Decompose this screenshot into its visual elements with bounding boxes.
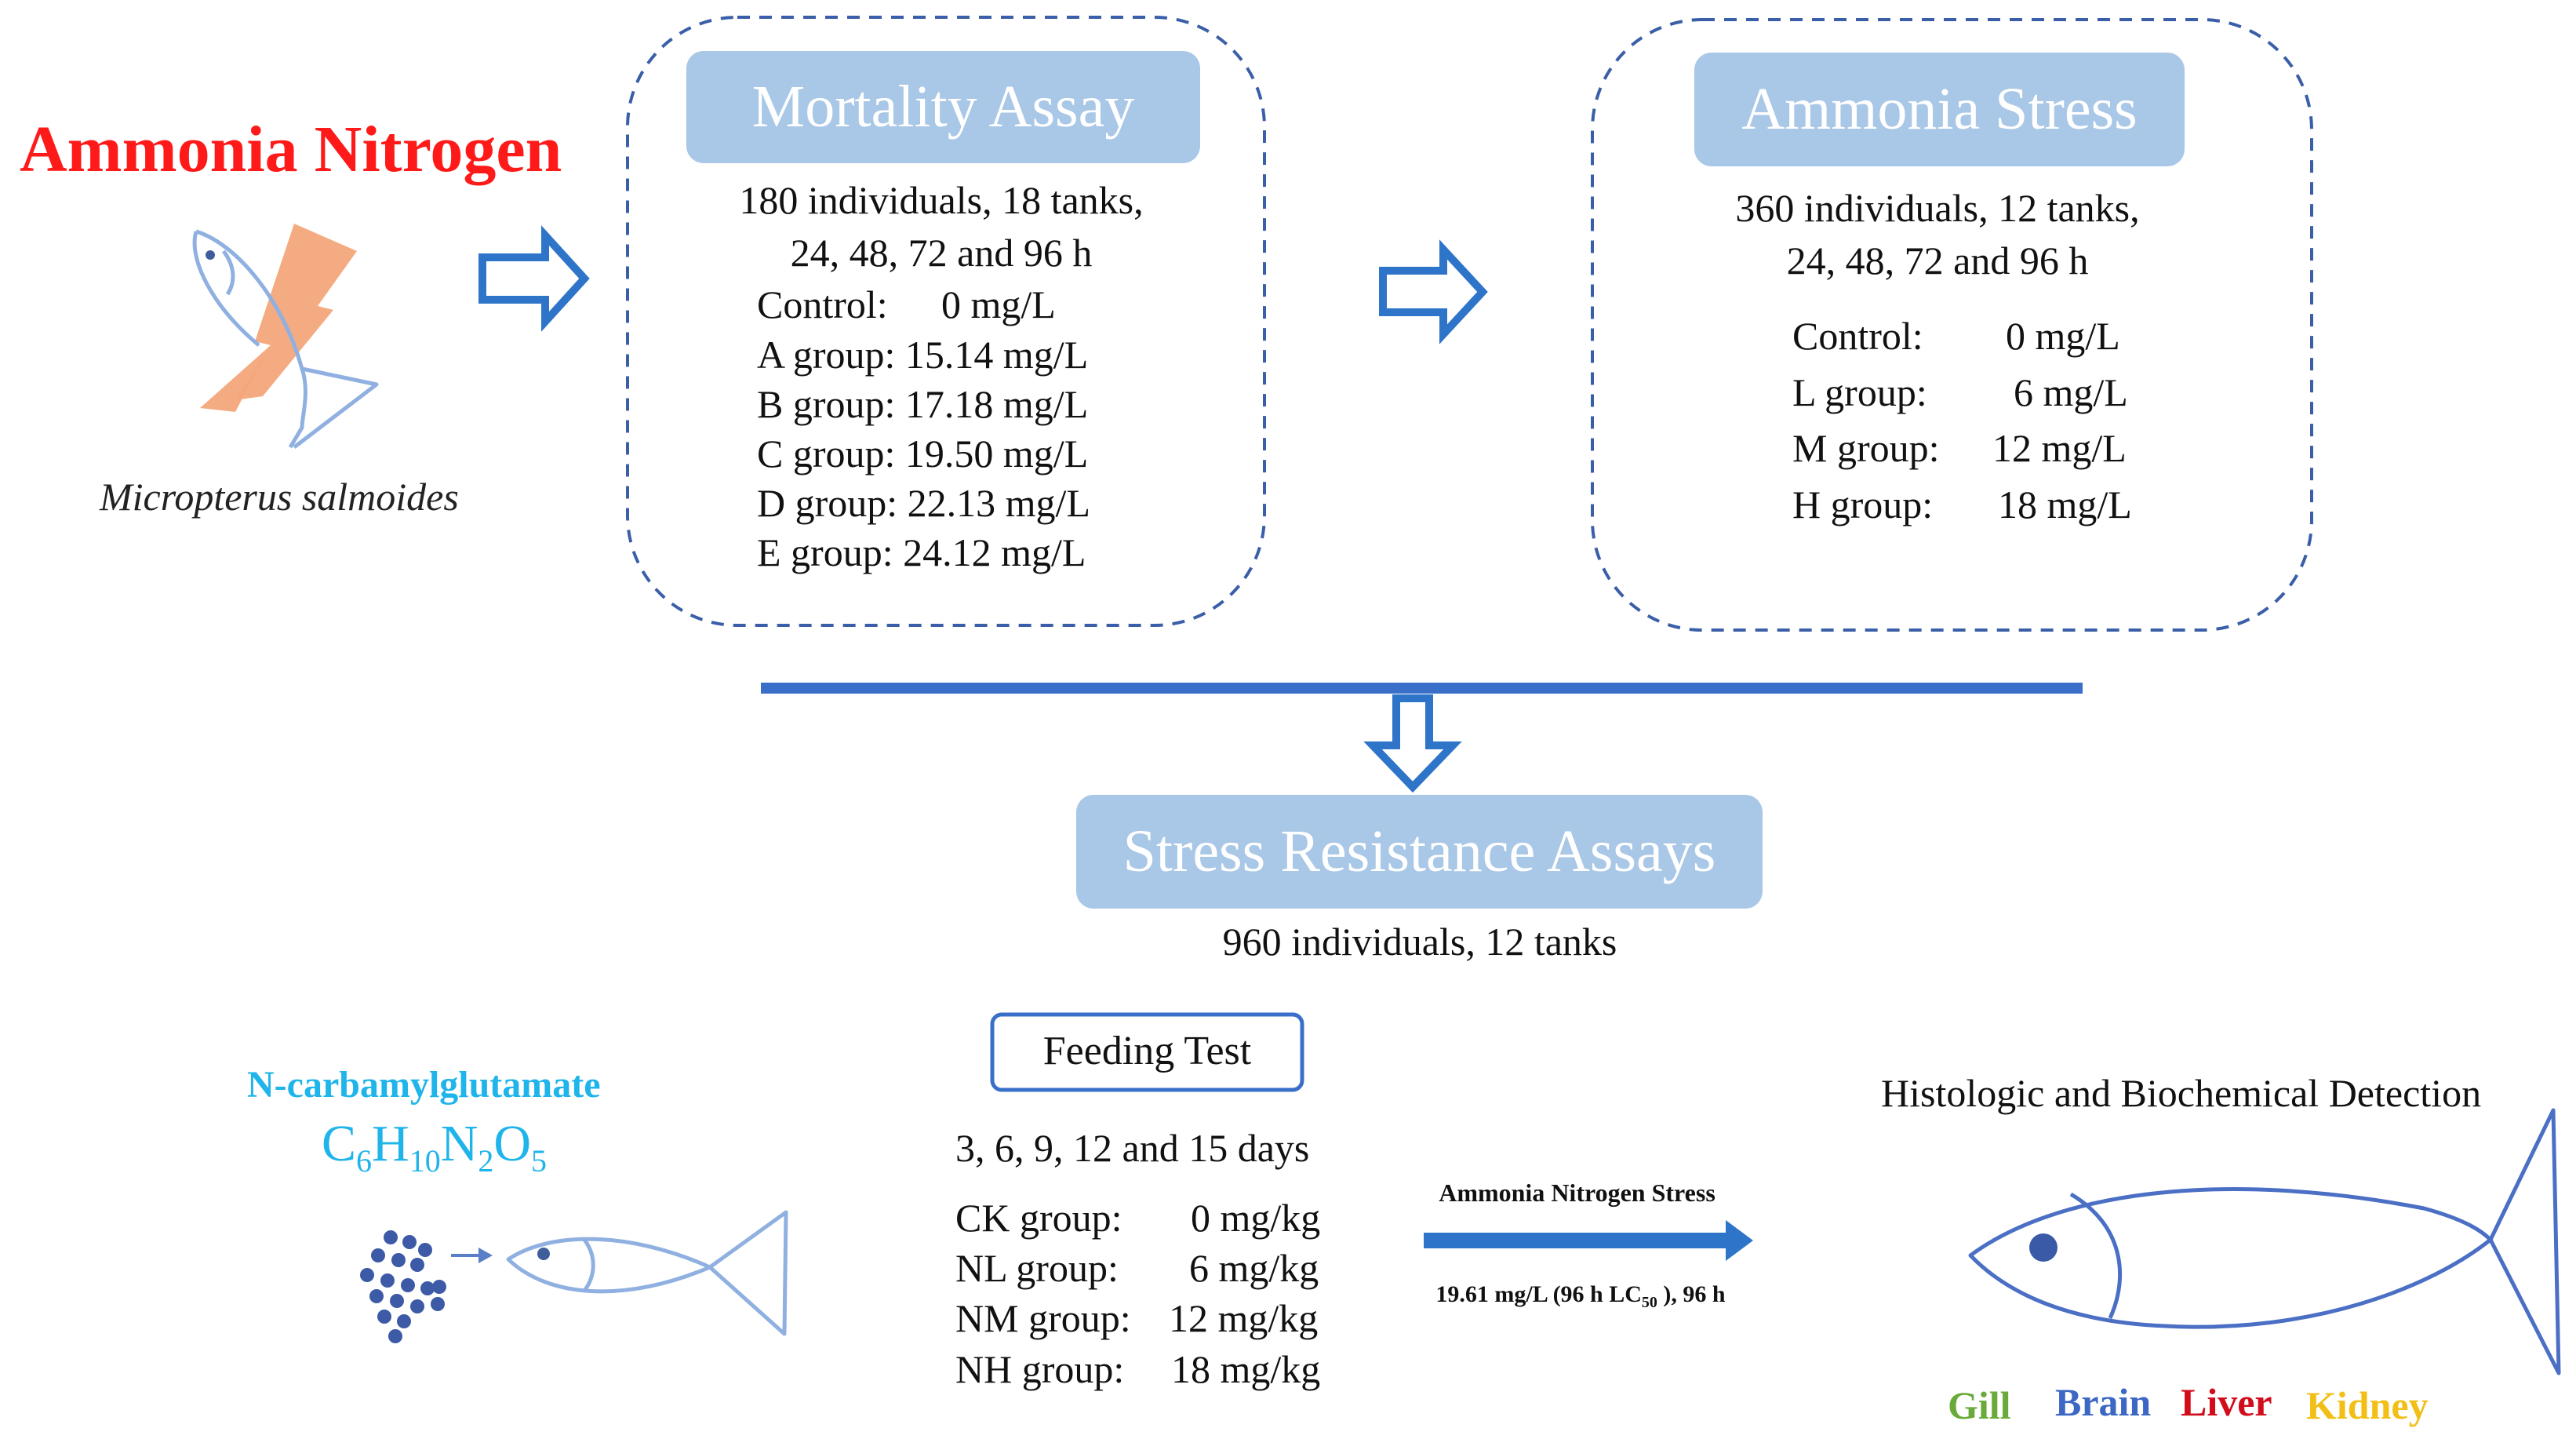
ammonia-group-row: M group: 12 mg/L	[1792, 426, 2127, 470]
formula-n-count: 2	[478, 1143, 494, 1179]
mortality-group-row: Control: 0 mg/L	[757, 282, 1056, 326]
right-arrow-icon	[1379, 239, 1488, 344]
group-value: 0 mg/L	[2006, 314, 2120, 358]
stress-arrow-icon	[1424, 1220, 1753, 1261]
mortality-group-row: B group: 17.18 mg/L	[757, 384, 1088, 424]
mortality-group-row: A group: 15.14 mg/L	[757, 335, 1088, 374]
mortality-group-row: C group: 19.50 mg/L	[757, 434, 1088, 473]
group-label: H group:	[1792, 483, 1934, 526]
organ-gill: Gill	[1948, 1383, 2011, 1427]
group-label: D group:	[757, 481, 908, 525]
fish-icon	[506, 1210, 788, 1336]
detail-suffix: ), 96 h	[1657, 1281, 1726, 1307]
feeding-group-row: NL group: 6 mg/kg	[955, 1246, 1319, 1290]
formula-o: O	[493, 1115, 532, 1172]
organ-brain: Brain	[2055, 1380, 2152, 1424]
group-value: 12 mg/L	[1992, 426, 2127, 470]
stress-resistance-title: Stress Resistance Assays	[1076, 795, 1763, 909]
group-label: A group:	[757, 333, 905, 377]
formula-c: C	[322, 1115, 357, 1172]
group-value: 24.12 mg/L	[903, 530, 1086, 574]
group-label: NL group:	[955, 1246, 1119, 1290]
group-label: L group:	[1792, 370, 1927, 414]
ncg-name: N-carbamylglutamate	[247, 1064, 601, 1106]
group-label: CK group:	[955, 1196, 1122, 1240]
group-label: C group:	[757, 432, 905, 475]
detail-prefix: 19.61 mg/L (96 h LC	[1435, 1281, 1642, 1307]
formula-c-count: 6	[356, 1143, 373, 1179]
feeding-group-row: NH group: 18 mg/kg	[955, 1347, 1320, 1391]
feeding-test-box	[990, 1012, 1304, 1092]
group-value: 18 mg/kg	[1171, 1347, 1321, 1391]
mortality-group-row: E group: 24.12 mg/L	[757, 533, 1086, 572]
group-label: M group:	[1792, 426, 1940, 470]
group-value: 6 mg/kg	[1189, 1246, 1319, 1290]
group-value: 19.50 mg/L	[904, 432, 1089, 475]
group-value: 12 mg/kg	[1169, 1296, 1319, 1340]
detection-title: Histologic and Biochemical Detection	[1881, 1071, 2482, 1115]
formula-n: N	[440, 1115, 478, 1172]
group-value: 17.18 mg/L	[904, 382, 1089, 426]
ammonia-line1: 360 individuals, 12 tanks,	[1735, 186, 2140, 230]
stress-arrow-label: Ammonia Nitrogen Stress	[1439, 1179, 1716, 1207]
fish-icon	[192, 229, 379, 449]
ammonia-group-row: Control: 0 mg/L	[1792, 314, 2120, 358]
down-arrow-icon	[1363, 694, 1462, 793]
feeding-group-row: NM group: 12 mg/kg	[955, 1296, 1318, 1340]
group-label: NH group:	[955, 1347, 1125, 1391]
mortality-group-row: D group: 22.13 mg/L	[757, 483, 1090, 523]
group-label: Control:	[757, 282, 888, 326]
main-title: Ammonia Nitrogen	[20, 113, 562, 186]
ammonia-group-row: L group: 6 mg/L	[1792, 370, 2128, 414]
pellets-icon	[360, 1230, 493, 1343]
group-label: E group:	[757, 530, 904, 574]
ncg-formula: C6H10N2O5	[322, 1114, 547, 1179]
organ-kidney: Kidney	[2306, 1383, 2429, 1427]
group-value: 6 mg/L	[2014, 370, 2128, 414]
group-label: NM group:	[955, 1296, 1131, 1340]
feeding-test-title: Feeding Test	[1042, 1029, 1252, 1073]
detail-sub: 50	[1641, 1294, 1657, 1311]
group-value: 18 mg/L	[1998, 483, 2132, 526]
mortality-line2: 24, 48, 72 and 96 h	[790, 231, 1093, 275]
fish-icon	[1968, 1108, 2561, 1375]
formula-o-count: 5	[531, 1143, 548, 1179]
mortality-box	[626, 16, 1266, 627]
group-label: B group:	[757, 382, 905, 426]
species-label: Micropterus salmoides	[100, 475, 459, 519]
ammonia-line2: 24, 48, 72 and 96 h	[1786, 239, 2089, 282]
feeding-group-row: CK group: 0 mg/kg	[955, 1196, 1320, 1240]
group-label: Control:	[1792, 314, 1923, 358]
mortality-line1: 180 individuals, 18 tanks,	[739, 178, 1144, 222]
ammonia-stress-box	[1591, 18, 2313, 632]
ammonia-group-row: H group: 18 mg/L	[1792, 483, 2132, 526]
formula-h: H	[372, 1115, 409, 1172]
stress-resistance-subtitle: 960 individuals, 12 tanks	[1222, 920, 1617, 964]
ammonia-stress-title: Ammonia Stress	[1694, 53, 2185, 166]
stress-arrow-detail: 19.61 mg/L (96 h LC50 ), 96 h	[1408, 1281, 1753, 1312]
group-value: 0 mg/L	[941, 282, 1056, 326]
right-arrow-icon	[478, 225, 590, 332]
group-value: 0 mg/kg	[1191, 1196, 1321, 1240]
feeding-days: 3, 6, 9, 12 and 15 days	[955, 1126, 1310, 1170]
group-value: 15.14 mg/L	[904, 333, 1089, 377]
mortality-assay-title: Mortality Assay	[686, 51, 1200, 163]
organ-liver: Liver	[2181, 1380, 2272, 1424]
group-value: 22.13 mg/L	[907, 481, 1090, 525]
formula-h-count: 10	[409, 1143, 441, 1179]
lightning-bolt-icon	[200, 224, 357, 412]
